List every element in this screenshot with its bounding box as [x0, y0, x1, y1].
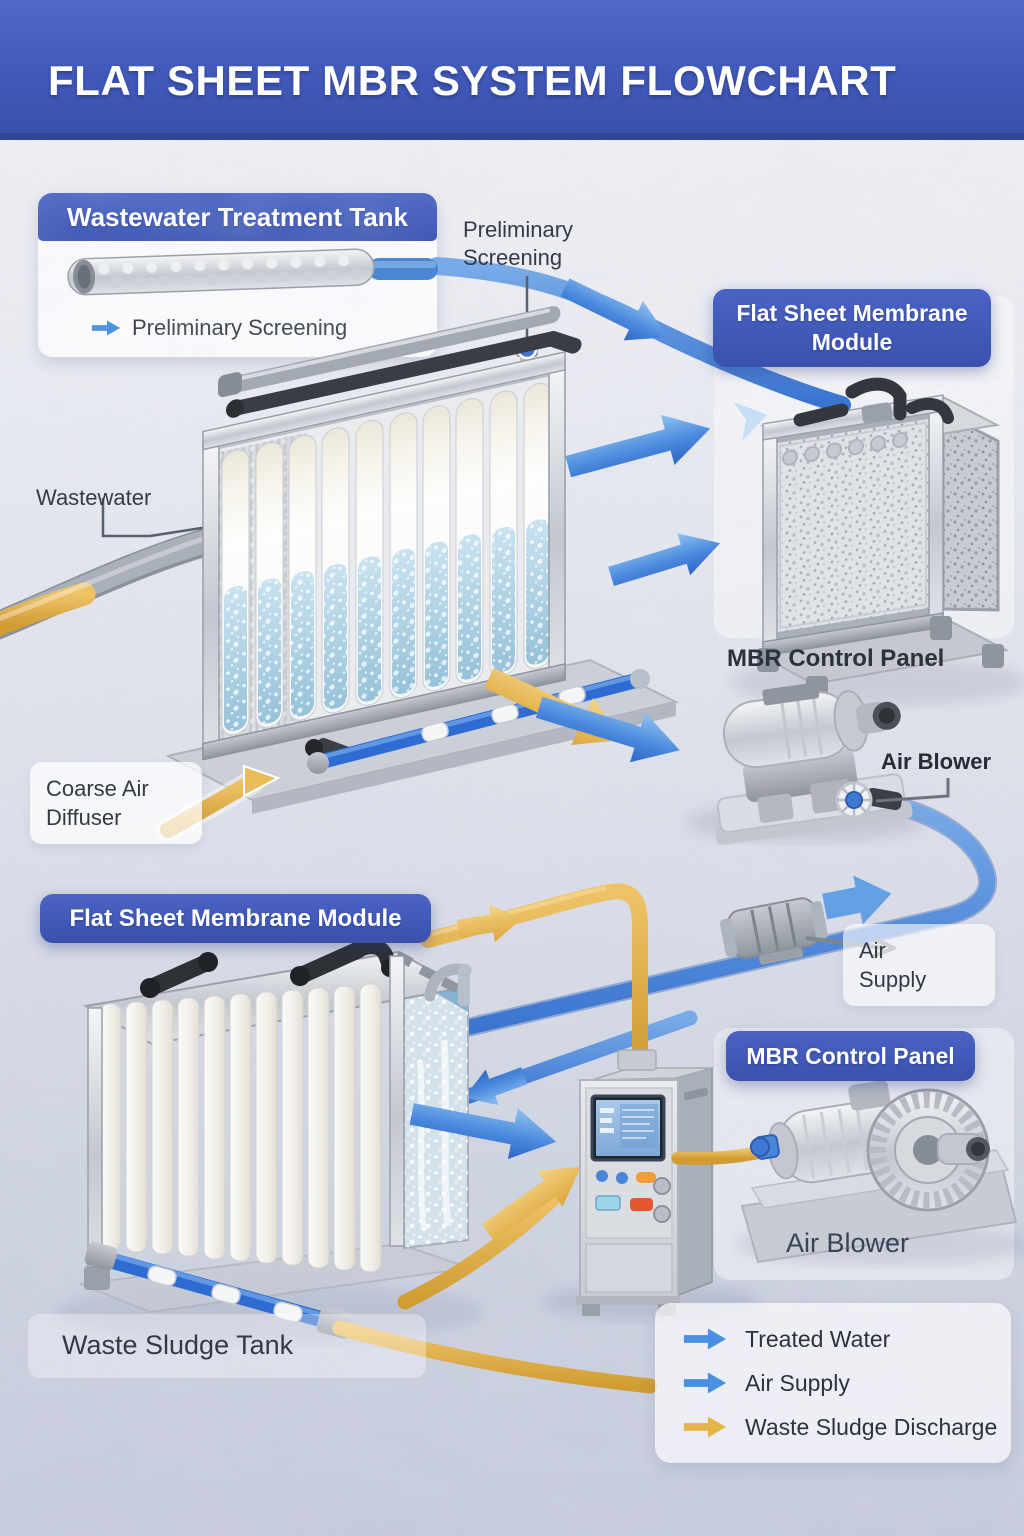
- title-banner: FLAT SHEET MBR SYSTEM FLOWCHART: [0, 0, 1024, 140]
- treated-water-arrow-icon: [683, 1328, 727, 1350]
- preliminary-screening-label: Preliminary Screening: [463, 217, 574, 270]
- coarse-air-diffuser-label: Coarse Air Diffuser: [30, 762, 202, 845]
- legend-item-air-supply: Air Supply: [681, 1370, 1011, 1397]
- membrane-module-top-badge: Flat Sheet Membrane Module: [713, 289, 991, 367]
- waste-sludge-arrow-icon: [683, 1416, 727, 1438]
- air-blower-top-label: Air Blower: [881, 749, 992, 774]
- membrane-module-bottom-badge: Flat Sheet Membrane Module: [40, 894, 431, 943]
- waste-sludge-tank-label: Waste Sludge Tank: [28, 1314, 426, 1378]
- wastewater-label: Wastewater: [36, 485, 152, 510]
- air-blower-bottom-label: Air Blower: [786, 1228, 910, 1258]
- legend-item-treated-water: Treated Water: [681, 1326, 1011, 1353]
- legend-item-waste-sludge: Waste Sludge Discharge: [681, 1414, 1011, 1441]
- mbr-control-panel-bottom-badge: MBR Control Panel: [726, 1031, 975, 1081]
- page-title: FLAT SHEET MBR SYSTEM FLOWCHART: [48, 57, 897, 104]
- air-supply-arrow-icon: [683, 1372, 727, 1394]
- legend: Treated Water Air Supply Waste Sludge Di…: [655, 1303, 1011, 1463]
- mbr-control-panel-top-label: MBR Control Panel: [727, 645, 945, 672]
- air-supply-label: Air Supply: [843, 924, 995, 1007]
